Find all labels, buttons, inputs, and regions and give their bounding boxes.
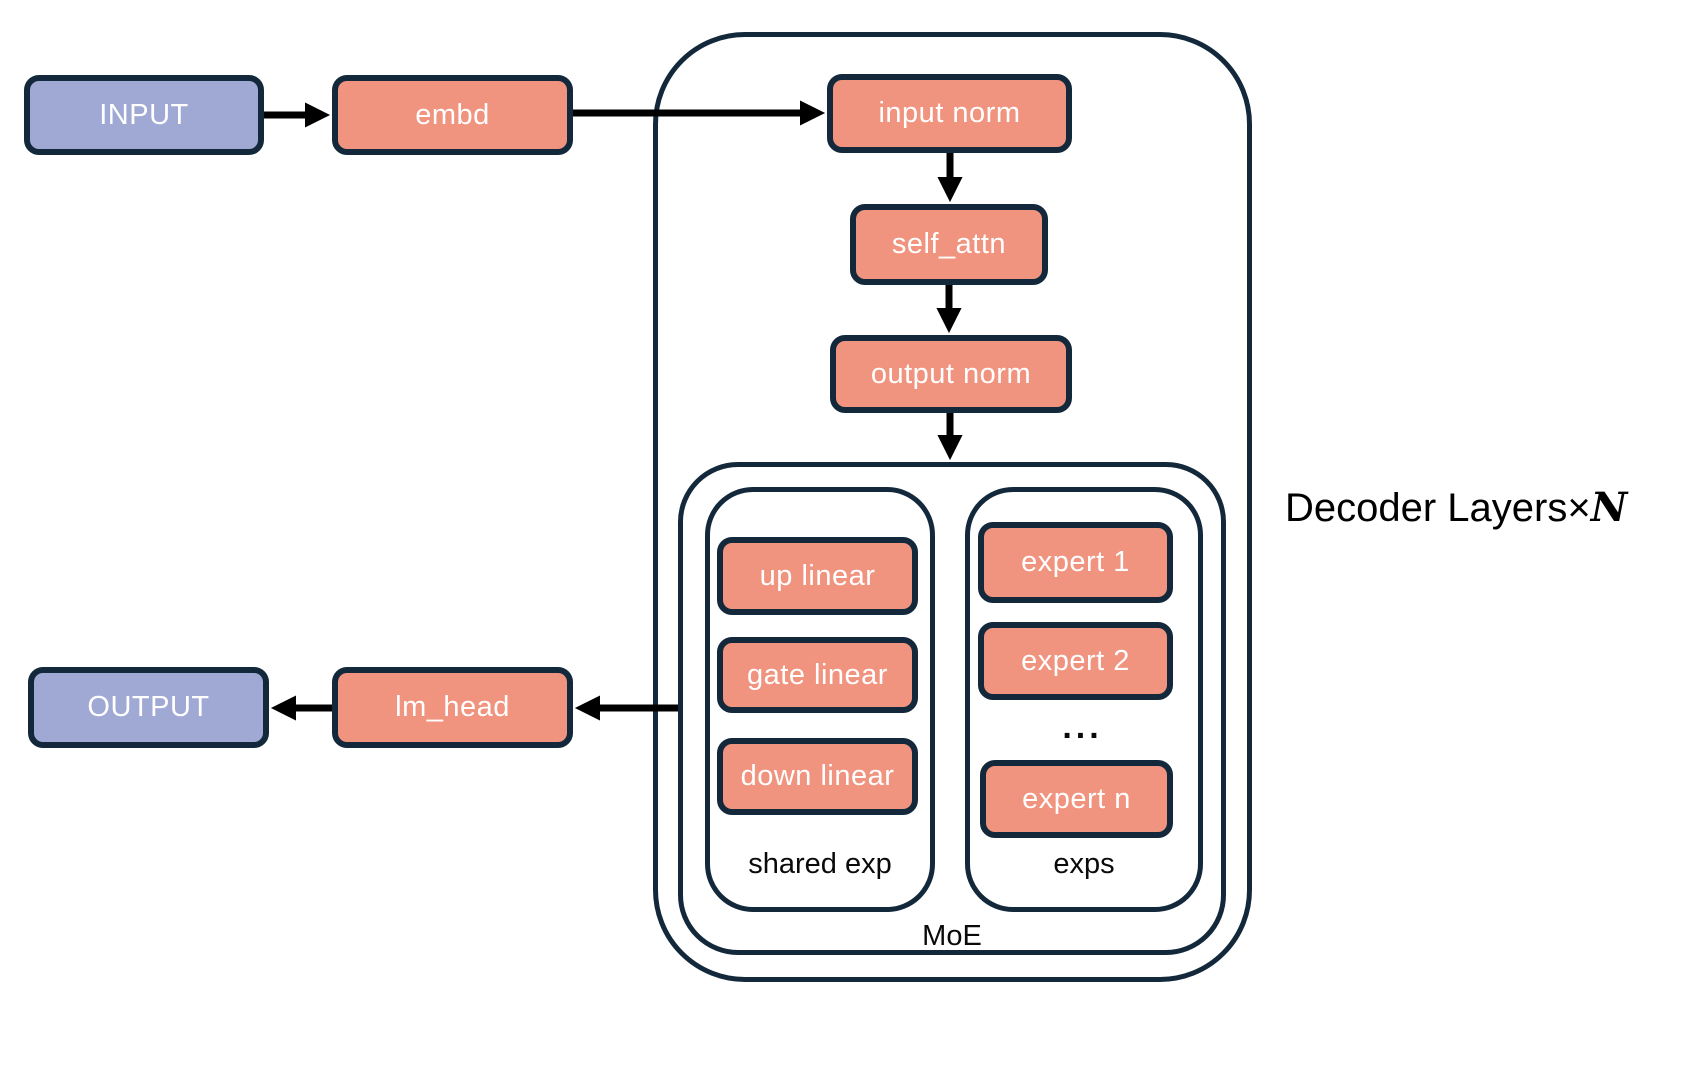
node-gate-linear: gate linear: [717, 637, 918, 713]
node-lm-head: lm_head: [332, 667, 573, 748]
node-self-attn: self_attn: [850, 204, 1048, 285]
moe-label: MoE: [922, 920, 982, 952]
node-input: INPUT: [24, 75, 264, 155]
node-up-linear: up linear: [717, 537, 918, 615]
decoder-layers-title: Decoder Layers×N: [1285, 484, 1627, 531]
node-expert-n-label: expert n: [1022, 782, 1131, 815]
moe-container: [678, 462, 1226, 955]
decoder-layers-title-text: Decoder Layers: [1285, 486, 1568, 530]
node-output-norm-label: output norm: [870, 357, 1032, 390]
node-expert-n: expert n: [980, 760, 1173, 838]
decoder-layers-container: [653, 32, 1252, 982]
n-symbol: N: [1590, 484, 1628, 531]
experts-ellipsis: ...: [1062, 708, 1103, 746]
shared-exp-container: [705, 487, 935, 912]
node-self-attn-label: self_attn: [891, 228, 1007, 260]
node-output-norm: output norm: [830, 335, 1072, 413]
shared-exp-label: shared exp: [748, 848, 892, 880]
node-up-linear-label: up linear: [759, 559, 876, 592]
node-gate-linear-label: gate linear: [747, 658, 888, 691]
node-down-linear-label: down linear: [740, 760, 895, 792]
node-down-linear: down linear: [717, 738, 918, 815]
exps-label: exps: [1053, 848, 1115, 880]
exps-container: [965, 487, 1203, 912]
node-lm-head-label: lm_head: [395, 691, 510, 723]
node-input-label: INPUT: [99, 98, 189, 131]
node-input-norm: input norm: [827, 74, 1072, 153]
node-embd-label: embd: [415, 98, 490, 131]
node-expert-1-label: expert 1: [1021, 546, 1130, 578]
node-embd: embd: [332, 75, 573, 155]
node-input-norm-label: input norm: [878, 97, 1021, 129]
node-output-label: OUTPUT: [87, 691, 210, 723]
node-output: OUTPUT: [28, 667, 269, 748]
node-expert-2-label: expert 2: [1021, 644, 1130, 677]
node-expert-2: expert 2: [978, 622, 1173, 700]
times-symbol: ×: [1567, 486, 1591, 530]
node-expert-1: expert 1: [978, 522, 1173, 603]
